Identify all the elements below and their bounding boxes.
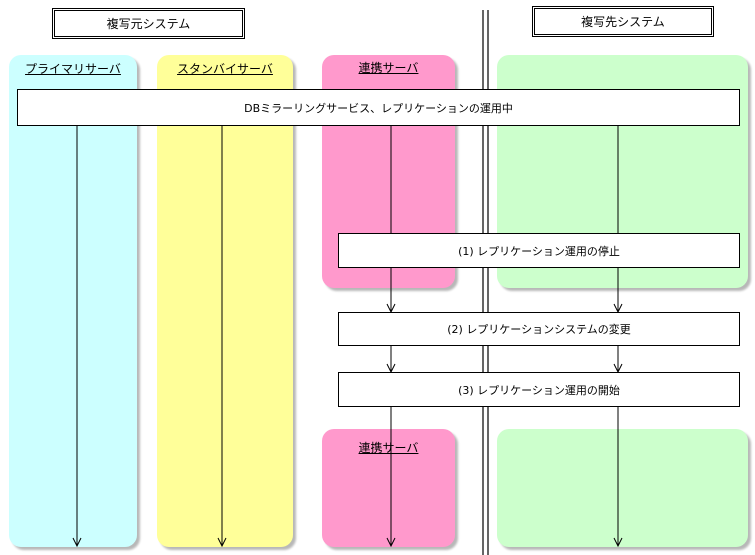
lane-link-server-top-label: 連携サーバ [358,61,419,75]
lane-primary-server [9,55,137,547]
step1-stop-replication-box: (1) レプリケーション運用の停止 [338,233,740,268]
lane-target-system-bottom [497,429,748,547]
arrowhead-target-4 [613,537,623,548]
step3-label: (3) レプリケーション運用の開始 [458,383,620,397]
step2-change-system-box: (2) レプリケーションシステムの変更 [338,312,740,346]
source-system-header: 複写元システム [52,8,245,39]
target-system-header: 複写先システム [532,6,714,37]
lane-link-server-bottom-label: 連携サーバ [358,441,419,455]
arrowhead-standby [217,537,227,548]
lane-link-server-bottom [322,429,455,547]
arrowhead-primary [72,537,82,548]
step3-start-replication-box: (3) レプリケーション運用の開始 [338,372,740,407]
step1-label: (1) レプリケーション運用の停止 [458,244,620,258]
arrowhead-link-4 [386,537,396,548]
lane-standby-server-label: スタンバイサーバ [177,62,273,76]
lane-primary-server-label: プライマリサーバ [25,62,121,76]
step2-label: (2) レプリケーションシステムの変更 [447,323,631,336]
db-mirroring-status-box: DBミラーリングサービス、レプリケーションの運用中 [17,89,740,126]
source-system-header-label: 複写元システム [106,17,191,31]
lane-standby-server [157,55,293,547]
target-system-header-label: 複写先システム [581,15,665,29]
db-mirroring-status-label: DBミラーリングサービス、レプリケーションの運用中 [244,101,513,115]
